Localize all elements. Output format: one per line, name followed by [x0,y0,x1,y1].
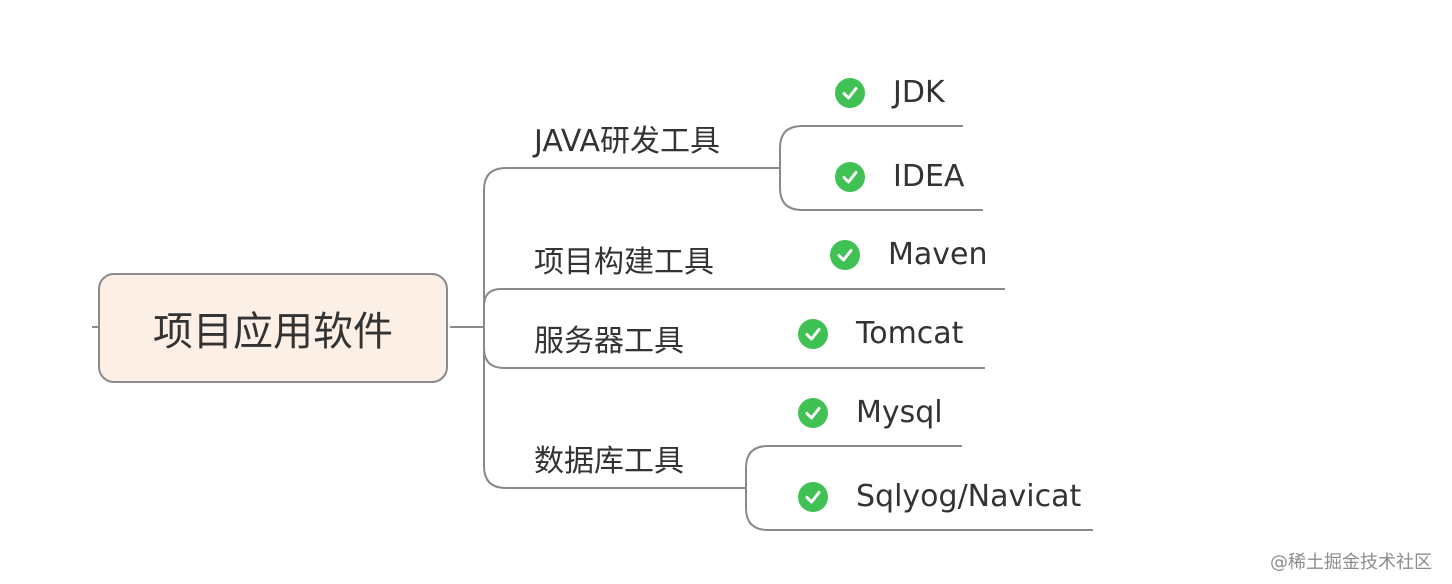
leaf-label: Mysql [856,395,943,430]
leaf-label: JDK [893,75,945,110]
trunk-line [483,167,507,489]
leaf-idea[interactable]: IDEA [835,159,964,194]
branch-server-tools[interactable]: 服务器工具 [534,324,684,359]
branch-database-tools[interactable]: 数据库工具 [534,444,684,479]
watermark: @稀土掘金技术社区 [1270,552,1432,573]
leaf-label: IDEA [893,159,965,194]
leaf-sqlyog-navicat[interactable]: Sqlyog/Navicat [798,479,1081,514]
leaf-label: Tomcat [856,316,964,351]
check-circle-icon [798,318,828,349]
leaf-mysql[interactable]: Mysql [798,395,943,430]
db-leaf-connector [745,445,1093,531]
check-circle-icon [830,239,860,270]
leaf-tomcat[interactable]: Tomcat [798,316,963,351]
root-label: 项目应用软件 [153,309,393,355]
check-circle-icon [798,397,828,428]
check-circle-icon [835,77,865,108]
leaf-jdk[interactable]: JDK [835,75,945,110]
root-node[interactable]: 项目应用软件 [98,273,448,383]
leaf-label: Maven [888,237,988,272]
leaf-maven[interactable]: Maven [830,237,988,272]
leaf-label: Sqlyog/Navicat [856,479,1082,514]
java-leaf-connector [779,125,983,211]
check-circle-icon [798,481,828,512]
check-circle-icon [835,161,865,192]
branch-build-tools[interactable]: 项目构建工具 [534,245,714,280]
branch-java-tools[interactable]: JAVA研发工具 [534,124,721,159]
